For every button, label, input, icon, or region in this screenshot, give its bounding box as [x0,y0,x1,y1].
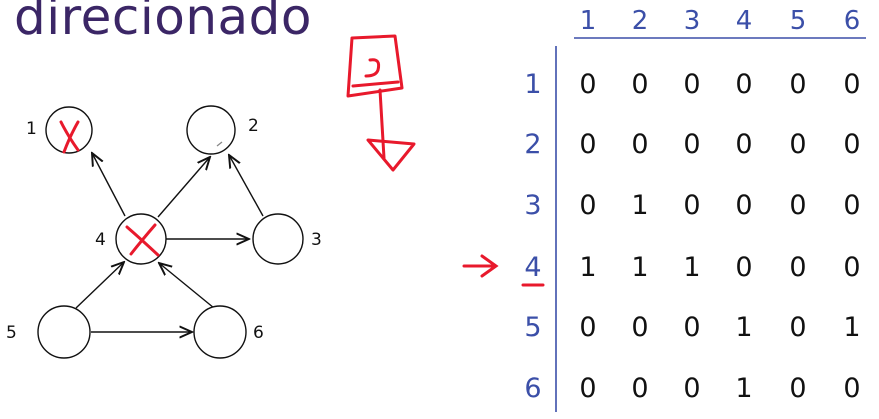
matrix-cell-r1-c2: 0 [631,69,648,100]
node-3 [252,213,304,265]
row-header-6: 6 [524,373,541,404]
matrix-cell-r2-c1: 0 [579,129,596,160]
node-5 [37,305,91,359]
matrix-cell-r5-c1: 0 [579,312,596,343]
matrix-cell-r5-c3: 0 [683,312,700,343]
column-header-3: 3 [684,6,701,36]
node-label-6: 6 [253,323,264,343]
row-header-3: 3 [524,190,541,221]
matrix-cell-r6-c1: 0 [579,373,596,404]
matrix-cells: 0 0 0 0 0 0 0 0 0 0 0 0 0 1 0 0 0 0 1 1 1 0 0 0 0 0 0 1 0 1 0 0 0 1 0 0 [579,69,860,404]
matrix-cell-r4-c3: 1 [683,252,700,283]
stack-annotation [346,34,416,172]
slide-title: direcionado [14,0,312,46]
matrix-cell-r3-c1: 0 [579,190,596,221]
node-label-3: 3 [311,230,322,250]
matrix-cell-r3-c6: 0 [843,190,860,221]
node-1 [45,106,93,154]
matrix-cell-r5-c2: 0 [631,312,648,343]
matrix-cell-r2-c6: 0 [843,129,860,160]
column-header-2: 2 [632,6,649,36]
matrix-cell-r4-c4: 0 [735,252,752,283]
matrix-cell-r5-c5: 0 [789,312,806,343]
matrix-cell-r5-c6: 1 [843,312,860,343]
edge-4-1 [92,153,126,217]
matrix-cell-r4-c6: 0 [843,252,860,283]
matrix-cell-r4-c2: 1 [631,252,648,283]
matrix-cell-r6-c3: 0 [683,373,700,404]
node-label-2: 2 [248,116,259,136]
matrix-cell-r1-c6: 0 [843,69,860,100]
node-label-1: 1 [26,119,37,139]
column-header-1: 1 [580,6,597,36]
matrix-cell-r6-c2: 0 [631,373,648,404]
edge-6-4 [159,263,215,309]
edge-4-2 [157,157,210,218]
visited-mark-node-4 [125,223,160,257]
row-header-1: 1 [524,69,541,100]
matrix-cell-r2-c4: 0 [735,129,752,160]
matrix-cell-r6-c4: 1 [735,373,752,404]
matrix-cell-r2-c5: 0 [789,129,806,160]
row-header-5: 5 [524,312,541,343]
column-header-6: 6 [844,6,861,36]
row-header-2: 2 [524,129,541,160]
matrix-cell-r1-c3: 0 [683,69,700,100]
node-label-5: 5 [6,323,17,343]
edge-5-4 [75,262,124,309]
row-header-4: 4 [524,252,541,283]
matrix-cell-r6-c5: 0 [789,373,806,404]
pen-mark [216,141,223,147]
column-header-4: 4 [736,6,753,36]
matrix-cell-r3-c5: 0 [789,190,806,221]
node-2 [186,105,236,155]
column-header-5: 5 [790,6,807,36]
matrix-cell-r2-c2: 0 [631,129,648,160]
matrix-cell-r5-c4: 1 [735,312,752,343]
matrix-cell-r4-c5: 0 [789,252,806,283]
current-row-marker [462,254,545,287]
matrix-cell-r4-c1: 1 [579,252,596,283]
matrix-cell-r3-c2: 1 [631,190,648,221]
matrix-cell-r3-c4: 0 [735,190,752,221]
visited-mark-node-1 [59,120,80,154]
matrix-cell-r3-c3: 0 [683,190,700,221]
node-label-4: 4 [95,230,106,250]
edge-3-2 [229,155,264,217]
matrix-cell-r6-c6: 0 [843,373,860,404]
matrix-cell-r1-c1: 0 [579,69,596,100]
matrix-cell-r1-c5: 0 [789,69,806,100]
matrix-cell-r1-c4: 0 [735,69,752,100]
node-6 [193,305,247,359]
matrix-cell-r2-c3: 0 [683,129,700,160]
